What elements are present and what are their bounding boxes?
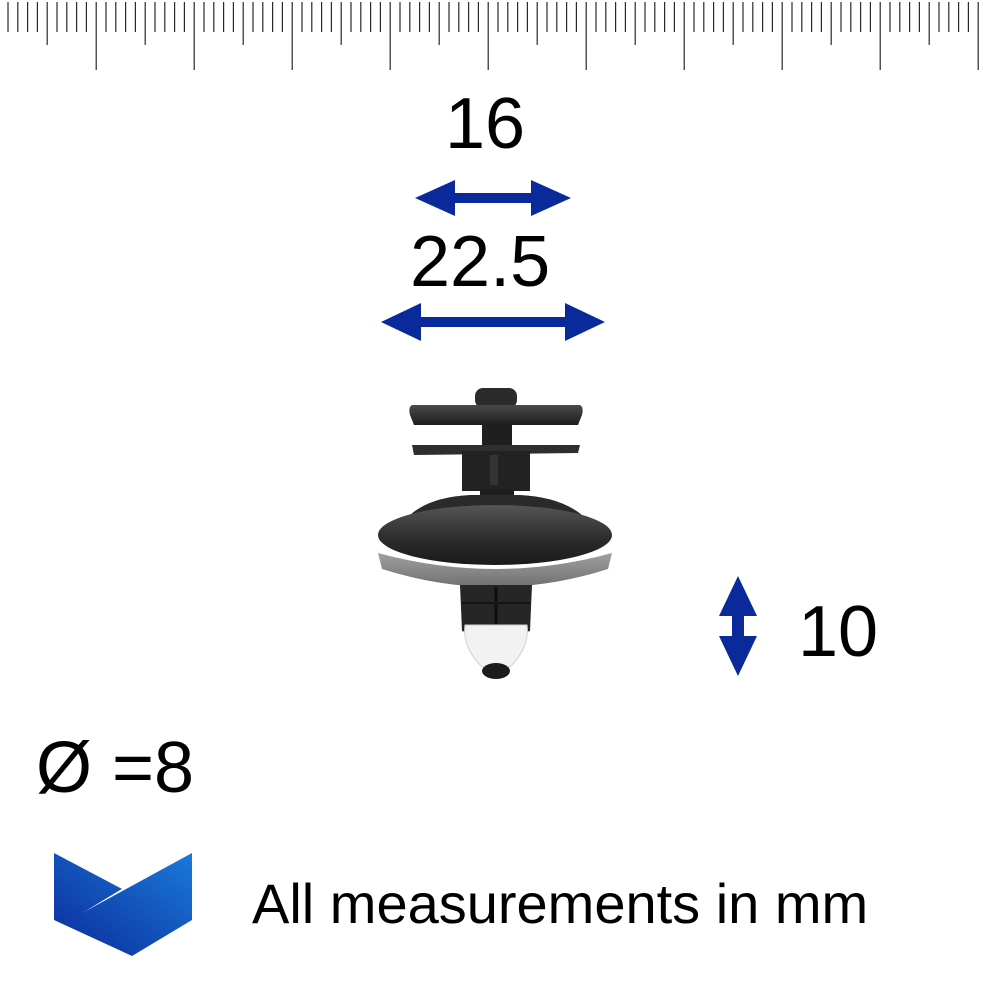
measurement-ruler bbox=[7, 2, 979, 70]
head-width-arrow-icon bbox=[415, 180, 571, 216]
units-note: All measurements in mm bbox=[252, 872, 869, 935]
trim-clip-image bbox=[378, 388, 612, 679]
height-arrow-icon bbox=[719, 576, 757, 676]
flange-width-label: 22.5 bbox=[410, 222, 551, 302]
flange-width-arrow-icon bbox=[381, 303, 605, 341]
height-label: 10 bbox=[798, 592, 879, 672]
head-width-label: 16 bbox=[445, 84, 526, 164]
diameter-label: Ø =8 bbox=[36, 728, 195, 808]
brand-logo-icon bbox=[54, 853, 192, 956]
